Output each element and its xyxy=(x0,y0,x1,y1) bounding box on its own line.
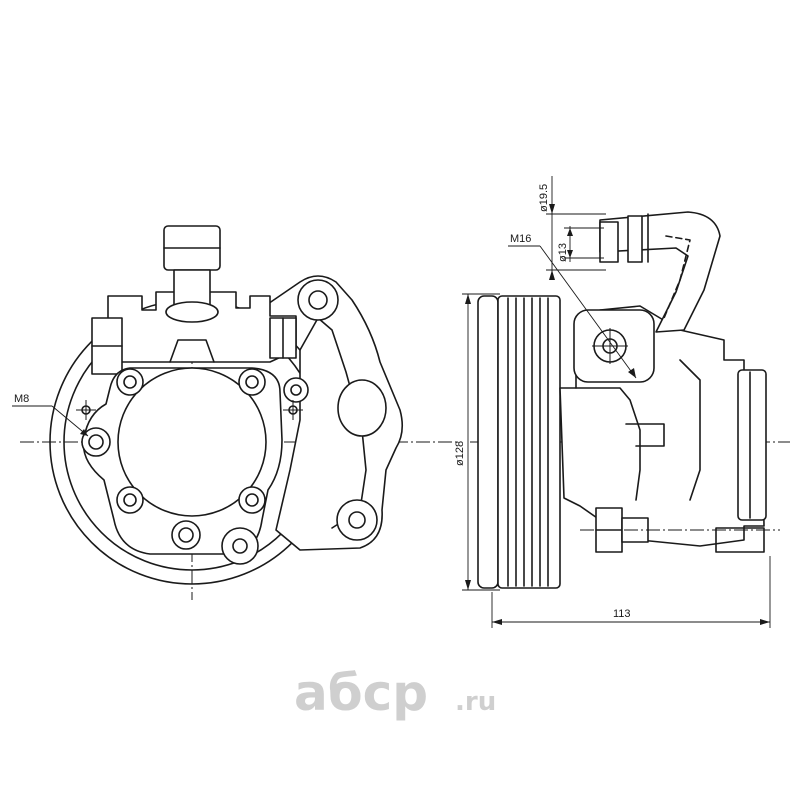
m16-label: M16 xyxy=(510,233,531,245)
length-113-arrow-left xyxy=(492,619,502,625)
diameter-128-label: ø128 xyxy=(454,441,466,466)
side-body-detail-upper xyxy=(575,387,641,501)
housing-center-rib xyxy=(169,339,215,363)
side-view: ø128 113 ø19.5 ø13 M16 xyxy=(454,176,790,628)
diameter-19-5-arrow-bottom xyxy=(549,270,555,280)
diameter-13-arrow-bottom xyxy=(567,250,573,258)
diameter-19-5-label: ø19.5 xyxy=(538,184,550,212)
bracket-rib xyxy=(299,317,319,351)
inlet-pipe-dashed-inner xyxy=(663,235,691,319)
bottom-boss-left xyxy=(171,520,201,550)
inlet-pipe-ring xyxy=(627,215,643,263)
m16-leader-arrowhead xyxy=(628,368,636,378)
central-bore xyxy=(117,367,267,517)
diameter-13-label: ø13 xyxy=(557,243,569,262)
bolt-hole-bottom-right xyxy=(238,486,266,514)
crosshair-marks-left xyxy=(76,400,96,420)
bracket-side-boss xyxy=(337,379,387,437)
diameter-128-arrow-top xyxy=(465,294,471,304)
side-front-cover xyxy=(737,369,767,521)
bracket-bottom-eye xyxy=(336,499,378,541)
watermark-brand: aбcp xyxy=(294,664,428,722)
length-113-label: 113 xyxy=(613,608,631,620)
m8-threaded-hole xyxy=(81,427,111,457)
top-fitting-base xyxy=(165,301,219,323)
bottom-boss-right-inner xyxy=(232,538,248,554)
side-body-detail-right xyxy=(679,359,701,501)
inlet-pipe-end xyxy=(599,221,619,263)
front-view: M8 xyxy=(12,225,460,600)
pulley-front-plate xyxy=(477,295,499,589)
side-body-detail-lower xyxy=(625,423,665,447)
pulley-grooves xyxy=(507,297,549,587)
diameter-19-5-arrow-top xyxy=(549,204,555,214)
mounting-bracket xyxy=(261,275,404,551)
bracket-top-eye xyxy=(297,279,339,321)
diameter-13-arrow-top xyxy=(567,228,573,236)
flange-bolt-holes xyxy=(116,368,266,514)
bolt-hole-bottom-left xyxy=(116,486,144,514)
m8-label: M8 xyxy=(14,393,29,405)
m8-threaded-hole-inner xyxy=(88,434,104,450)
diameter-128-arrow-bottom xyxy=(465,580,471,590)
bracket-bottom-eye-hole xyxy=(348,511,366,529)
m16-leader-diagonal xyxy=(539,245,637,379)
bolt-hole-top-left-inner xyxy=(123,375,137,389)
bolt-hole-top-right xyxy=(238,368,266,396)
length-113-arrow-right xyxy=(760,619,770,625)
bottom-boss-left-inner xyxy=(178,527,194,543)
m8-leader-arrow-line xyxy=(51,405,89,437)
bottom-boss-right xyxy=(221,527,259,565)
watermark: aбcp .ru xyxy=(294,664,496,722)
bolt-hole-top-left xyxy=(116,368,144,396)
bolt-hole-bottom-left-inner xyxy=(123,493,137,507)
pump-housing xyxy=(107,291,297,363)
watermark-domain: .ru xyxy=(455,687,496,717)
crosshair-marks-right xyxy=(283,377,309,420)
pulley-grooved-body xyxy=(497,295,561,589)
bottom-mount-foot xyxy=(715,527,765,553)
m8-leader-arrowhead xyxy=(80,429,88,436)
bracket-top-eye-hole xyxy=(308,290,328,310)
bolt-hole-bottom-right-inner xyxy=(245,493,259,507)
bolt-hole-top-right-inner xyxy=(245,375,259,389)
